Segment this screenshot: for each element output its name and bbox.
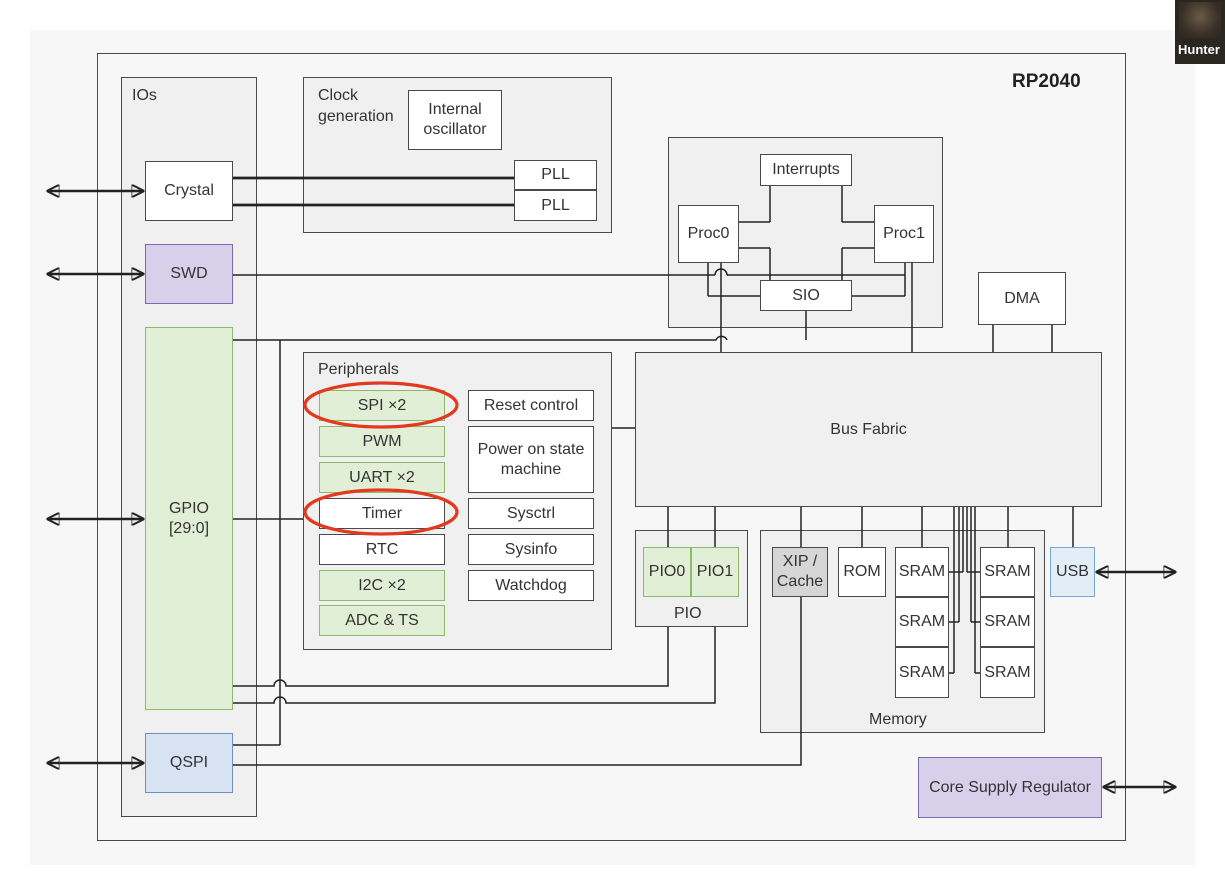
peripheral-watchdog: Watchdog [468, 570, 594, 601]
pll-block: PLL [514, 190, 597, 221]
timer-highlight-ring [303, 488, 459, 536]
pll-block: PLL [514, 160, 597, 190]
sram-block: SRAM [980, 597, 1035, 647]
core-supply-regulator-block: Core Supply Regulator [918, 757, 1102, 818]
pio-title: PIO [674, 605, 702, 622]
clock-generation-title: Clock generation [318, 87, 394, 125]
interrupts-block: Interrupts [760, 154, 852, 186]
peripheral-sysctrl: Sysctrl [468, 498, 594, 529]
memory-title: Memory [869, 711, 927, 728]
peripheral-sysinfo: Sysinfo [468, 534, 594, 565]
peripheral-spi: SPI ×2 [319, 390, 445, 421]
xip-cache-block: XIP / Cache [772, 547, 828, 597]
webcam-video-icon [1179, 2, 1221, 38]
peripheral-rtc: RTC [319, 534, 445, 565]
sram-block: SRAM [980, 647, 1035, 698]
peripheral-power-on-state-machine: Power on state machine [468, 426, 594, 493]
dma-block: DMA [978, 272, 1066, 325]
rom-block: ROM [838, 547, 886, 597]
internal-oscillator-block: Internal oscillator [408, 90, 502, 150]
peripheral-reset-control: Reset control [468, 390, 594, 421]
sio-block: SIO [760, 280, 852, 311]
spi-highlight-ring [303, 381, 459, 429]
usb-block: USB [1050, 547, 1095, 597]
sram-block: SRAM [895, 547, 949, 597]
swd-block: SWD [145, 244, 233, 304]
crystal-block: Crystal [145, 161, 233, 221]
sram-block: SRAM [895, 647, 949, 698]
peripheral-timer: Timer [319, 498, 445, 529]
bus-fabric-block: Bus Fabric [635, 352, 1102, 507]
proc0-block: Proc0 [678, 205, 739, 263]
webcam-thumbnail: Hunter [1175, 0, 1225, 64]
sram-block: SRAM [895, 597, 949, 647]
peripherals-title: Peripherals [318, 361, 399, 378]
peripheral-adc-ts: ADC & TS [319, 605, 445, 636]
pio1-block: PIO1 [691, 547, 739, 597]
pio0-block: PIO0 [643, 547, 691, 597]
peripheral-i2c: I2C ×2 [319, 570, 445, 601]
ios-title: IOs [132, 87, 157, 104]
gpio-block: GPIO [29:0] [145, 327, 233, 710]
peripheral-uart: UART ×2 [319, 462, 445, 493]
qspi-block: QSPI [145, 733, 233, 793]
proc1-block: Proc1 [874, 205, 934, 263]
sram-block: SRAM [980, 547, 1035, 597]
webcam-name-tag: Hunter [1178, 42, 1220, 57]
chip-title: RP2040 [1012, 71, 1081, 92]
